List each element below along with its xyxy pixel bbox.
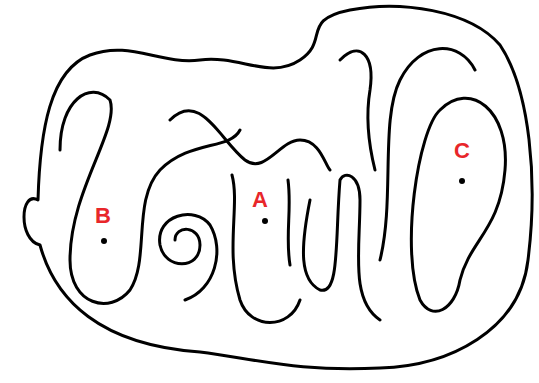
point-dot (101, 238, 107, 244)
point-dot (459, 178, 465, 184)
point-label: B (95, 205, 111, 227)
maze-wall (380, 49, 475, 260)
outer-outline (24, 6, 532, 368)
point-label: A (252, 189, 268, 211)
maze-wall (303, 175, 380, 320)
point-label: C (454, 140, 470, 162)
maze-wall (170, 111, 330, 170)
maze-wall (340, 51, 375, 170)
spiral-wall (160, 215, 217, 300)
maze-wall (411, 98, 505, 311)
point-dot (262, 218, 268, 224)
maze-wall (288, 180, 290, 265)
maze-wall (232, 175, 300, 323)
